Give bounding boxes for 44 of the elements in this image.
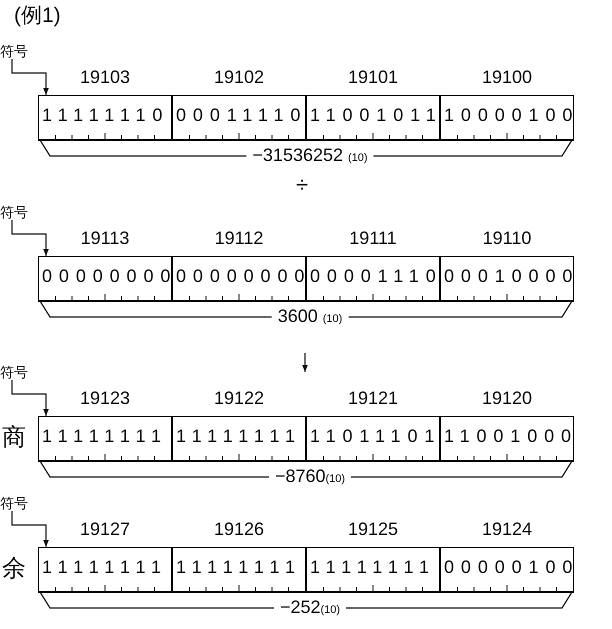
bit-values: 00000000: [42, 266, 178, 286]
address-label: 19113: [80, 228, 130, 248]
address-label: 19124: [480, 519, 534, 539]
address-label: 19120: [480, 388, 534, 408]
bit-values: 11011101: [310, 426, 442, 446]
address-label: 19111: [348, 228, 398, 248]
bit-values: 10000100: [444, 105, 580, 125]
address-label: 19100: [480, 67, 534, 87]
address-label: 19101: [346, 67, 400, 87]
bit-values: 11111111: [176, 426, 302, 446]
address-label: 19125: [346, 519, 400, 539]
title: (例1): [14, 4, 61, 28]
address-label: 19121: [346, 388, 400, 408]
address-label: 19122: [212, 388, 266, 408]
address-label: 19103: [78, 67, 132, 87]
bit-values: 11111111: [176, 557, 302, 577]
operator-sign: ÷: [296, 173, 308, 197]
address-label: 19112: [214, 228, 264, 248]
address-label: 19123: [78, 388, 132, 408]
bit-values: 11111111: [310, 557, 436, 577]
sign-label: 符号: [0, 495, 28, 511]
bit-values: 00000000: [176, 266, 312, 286]
bit-values: 11111111: [42, 557, 168, 577]
leader-arrow: [11, 220, 49, 256]
leader-arrow: [11, 511, 49, 547]
bit-values: 11001011: [310, 105, 443, 125]
leader-arrow: [11, 380, 49, 416]
bit-values: 11111111: [42, 426, 168, 446]
bit-values: 00001110: [310, 266, 443, 286]
bit-values: 11001000: [444, 426, 578, 446]
bit-values: 00000100: [444, 557, 580, 577]
address-label: 19102: [212, 67, 266, 87]
address-label: 19127: [78, 519, 132, 539]
sign-label: 符号: [0, 364, 28, 380]
row-label: 商: [2, 425, 26, 451]
address-label: 19110: [482, 228, 532, 248]
bit-values: 11111110: [42, 105, 170, 125]
leader-arrow: [11, 59, 49, 95]
bit-values: 00011110: [176, 105, 308, 125]
address-label: 19126: [212, 519, 266, 539]
sign-label: 符号: [0, 204, 28, 220]
row-label: 余: [2, 556, 26, 582]
bit-values: 00010000: [444, 266, 580, 286]
sign-label: 符号: [0, 43, 28, 59]
